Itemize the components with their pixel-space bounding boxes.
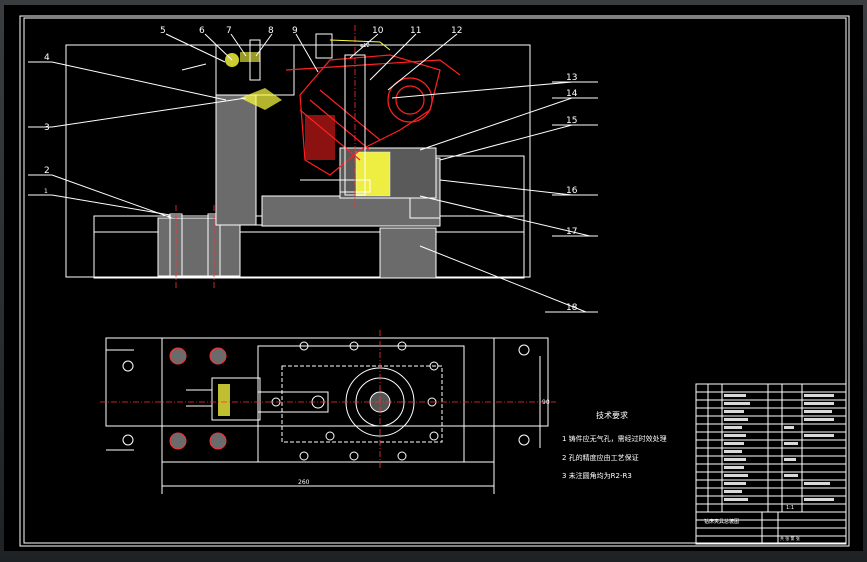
- support-column: [215, 94, 257, 226]
- drill-bush: [315, 33, 333, 59]
- pin-8: [249, 39, 261, 81]
- dimension-line: [329, 39, 391, 51]
- arrow: [181, 63, 207, 71]
- label-5: 5: [160, 26, 166, 36]
- label-12: 12: [451, 26, 462, 36]
- front-view[interactable]: φ12: [28, 25, 598, 313]
- label-14: 14: [566, 89, 578, 99]
- label-2: 2: [44, 166, 50, 176]
- front-view-outline: [65, 44, 531, 278]
- title-block[interactable]: 钻床夹具总装图 1:1 共 张 第 张: [695, 383, 847, 545]
- side-clamp-pad: [218, 384, 230, 416]
- bom-rows: [696, 384, 846, 544]
- drawing-name: 钻床夹具总装图: [704, 518, 739, 525]
- label-10: 10: [372, 26, 384, 36]
- side-bolt: [240, 88, 282, 110]
- label-11: 11: [410, 26, 421, 36]
- slot-hole: [122, 360, 134, 372]
- tech-req-item-1: 1 铸件应无气孔，需经过时效处理: [562, 434, 667, 443]
- tech-req-title: 技术要求: [596, 410, 628, 420]
- label-4: 4: [44, 53, 50, 63]
- label-9: 9: [292, 26, 298, 36]
- leader-lines: [51, 33, 591, 313]
- label-3: 3: [44, 123, 50, 133]
- tech-req-item-3: 3 未注圆角均为R2-R3: [562, 471, 632, 480]
- label-15: 15: [566, 116, 577, 126]
- label-8: 8: [268, 26, 274, 36]
- part-labels: 5 6 7 8 9 10 11 12 4 3 13 14 15 2 1 16 1…: [44, 26, 578, 313]
- slot-hole: [518, 344, 530, 356]
- bush-dim: φ12: [360, 43, 370, 49]
- technical-requirements: 技术要求 1 铸件应无气孔，需经过时效处理 2 孔的精度应由工艺保证 3 未注圆…: [562, 410, 667, 480]
- left-base-block: [157, 217, 241, 277]
- sheet-border: [19, 15, 850, 547]
- slot: [106, 349, 134, 451]
- scale: 1:1: [786, 505, 794, 511]
- right-base-block: [379, 227, 437, 279]
- bolt-holes: [169, 341, 439, 461]
- slot-hole: [122, 434, 134, 446]
- leader-shelves: [28, 61, 598, 313]
- height-dim-text: 90: [542, 399, 550, 406]
- side-clamp: [211, 377, 261, 421]
- label-16: 16: [566, 186, 578, 196]
- label-1: 1: [44, 188, 48, 195]
- width-dim-text: 260: [298, 479, 310, 486]
- label-13: 13: [566, 73, 577, 83]
- locator-pin: [355, 151, 391, 197]
- label-7: 7: [226, 26, 232, 36]
- inner-border: [23, 17, 847, 544]
- label-17: 17: [566, 227, 577, 237]
- hidden-outline: [281, 365, 443, 443]
- tech-req-item-2: 2 孔的精度应由工艺保证: [562, 453, 639, 462]
- slot-hole: [518, 434, 530, 446]
- workpiece: [285, 54, 461, 176]
- sheet-note: 共 张 第 张: [780, 535, 800, 541]
- bom-entries: [724, 394, 834, 501]
- label-6: 6: [199, 26, 205, 36]
- top-view[interactable]: 260 90: [100, 330, 556, 494]
- label-18: 18: [566, 303, 578, 313]
